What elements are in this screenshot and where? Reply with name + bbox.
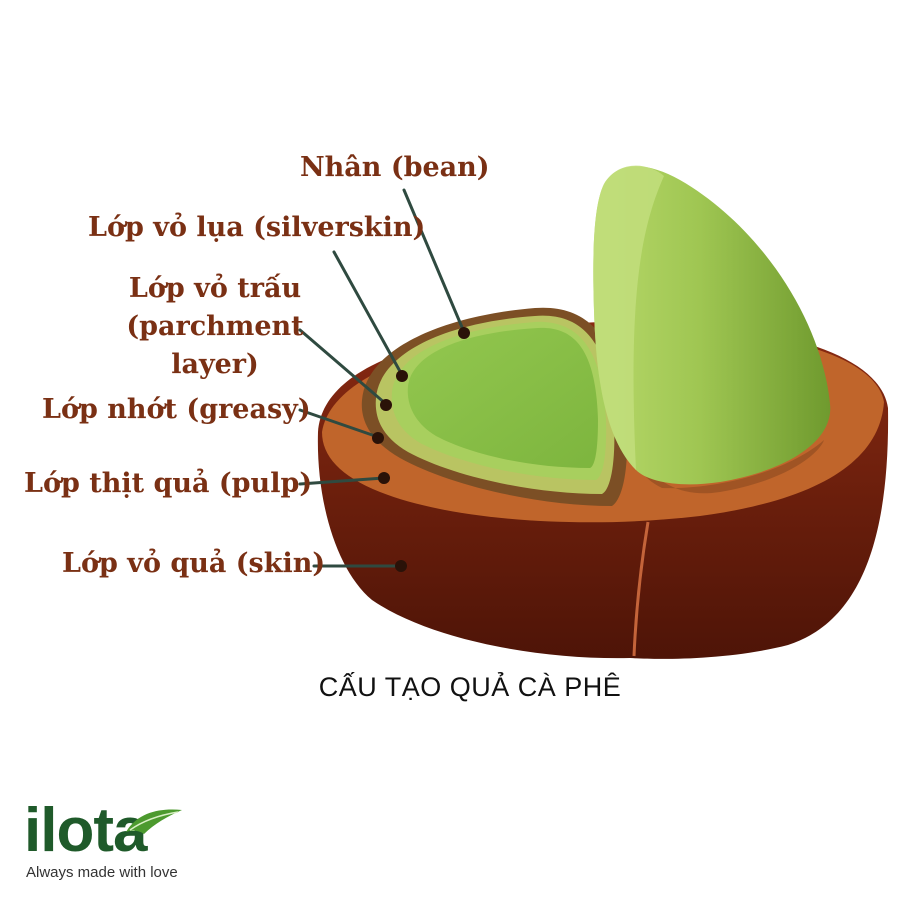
- label-greasy: Lớp nhớt (greasy): [42, 394, 311, 425]
- dot-parchment: [380, 399, 392, 411]
- label-silverskin: Lớp vỏ lụa (silverskin): [88, 212, 426, 243]
- brand-logo: ilota Always made with love: [24, 800, 224, 895]
- logo-tagline: Always made with love: [26, 864, 178, 881]
- label-pulp: Lớp thịt quả (pulp): [24, 468, 313, 499]
- bean-half-face: [593, 165, 664, 470]
- logo-wordmark: ilota: [24, 796, 147, 865]
- dot-bean: [458, 327, 470, 339]
- bean-half-shadow: [610, 400, 824, 494]
- skin-seam: [632, 521, 650, 657]
- bean-layer: [407, 327, 598, 468]
- dot-silverskin: [396, 370, 408, 382]
- dot-pulp: [378, 472, 390, 484]
- bean-half: [593, 166, 831, 485]
- label-parchment: Lớp vỏ trấu (parchment layer): [84, 270, 346, 384]
- leader-lines: [298, 188, 466, 568]
- leader-pulp: [298, 476, 386, 486]
- label-skin: Lớp vỏ quả (skin): [62, 548, 326, 579]
- dot-skin: [395, 560, 407, 572]
- leader-silverskin: [332, 250, 404, 377]
- leader-bean: [402, 188, 466, 334]
- leader-parchment: [298, 328, 388, 406]
- leaf-icon: [126, 809, 182, 834]
- pointer-dots: [372, 327, 470, 572]
- diagram-caption: CẤU TẠO QUẢ CÀ PHÊ: [318, 672, 622, 702]
- dot-greasy: [372, 432, 384, 444]
- leader-greasy: [298, 408, 380, 439]
- label-bean: Nhân (bean): [300, 152, 490, 183]
- label-parchment-text: Lớp vỏ trấu (parchment layer): [126, 273, 304, 380]
